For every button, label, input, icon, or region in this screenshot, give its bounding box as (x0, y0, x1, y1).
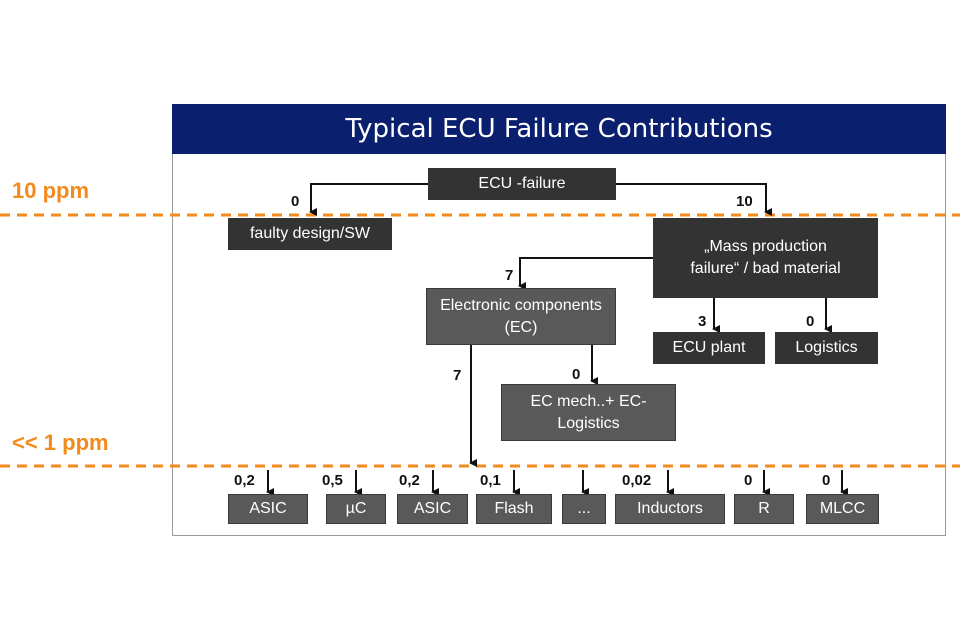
level-label-10ppm: 10 ppm (12, 178, 90, 203)
value-ec-down: 7 (453, 367, 462, 384)
component-box: MLCC (806, 494, 879, 524)
value-mass-production: 10 (736, 193, 753, 210)
component-box: ASIC (397, 494, 468, 524)
edge-ecu-to-mass (616, 183, 772, 216)
node-ecu-plant: ECU plant (653, 332, 765, 364)
value-ecu-plant: 3 (698, 313, 707, 330)
value-ec-mech: 0 (572, 366, 581, 383)
edge-mass-to-ec (518, 257, 653, 290)
node-electronic-components: Electronic components (EC) (426, 288, 616, 345)
node-ec-mech: EC mech..+ EC-Logistics (501, 384, 676, 441)
node-ecu-failure: ECU -failure (428, 168, 616, 200)
value-faulty-design: 0 (291, 193, 300, 210)
component-box: Flash (476, 494, 552, 524)
component-box: R (734, 494, 794, 524)
level-label-1ppm: << 1 ppm (12, 430, 109, 455)
component-value: 0,2 (234, 472, 255, 489)
component-value: 0,02 (622, 472, 652, 489)
component-box: µC (326, 494, 386, 524)
component-value: 0,5 (322, 472, 343, 489)
value-logistics: 0 (806, 313, 815, 330)
value-electronic-components: 7 (505, 267, 514, 284)
edge-ecu-to-design (309, 183, 428, 216)
node-faulty-design: faulty design/SW (228, 218, 392, 250)
component-box: ASIC (228, 494, 308, 524)
component-value: 0,1 (480, 472, 501, 489)
node-logistics: Logistics (775, 332, 878, 364)
diagram-title: Typical ECU Failure Contributions (172, 104, 946, 154)
component-value: 0 (744, 472, 753, 489)
component-value: 0 (822, 472, 831, 489)
component-box: ... (562, 494, 606, 524)
component-value: 0,2 (399, 472, 420, 489)
component-box: Inductors (615, 494, 725, 524)
node-mass-production: „Mass production failure“ / bad material (653, 218, 878, 298)
